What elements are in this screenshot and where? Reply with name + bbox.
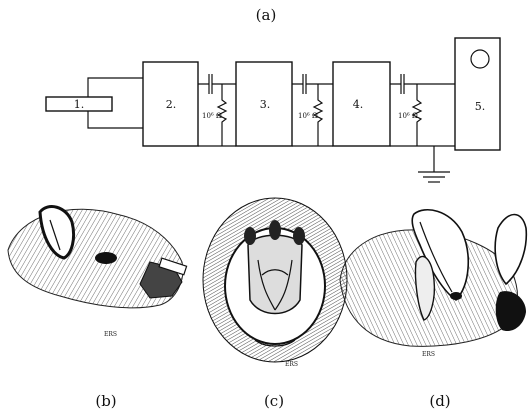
- long-eared-bat-illustration: ERS: [340, 210, 526, 358]
- capacitor-3: [401, 74, 404, 94]
- component-1-label: 1.: [74, 98, 85, 111]
- bat-face-front-illustration: ERS: [203, 198, 347, 368]
- component-3-label: 3.: [260, 98, 271, 111]
- panel-label-b: (b): [95, 392, 116, 410]
- resistor-label-1: 10⁶ Ω: [202, 112, 222, 120]
- panel-label-c: (c): [264, 392, 284, 410]
- ground-symbol: [418, 146, 450, 182]
- resistor-label-2: 10⁶ Ω: [298, 112, 318, 120]
- panel-label-a: (a): [256, 6, 277, 24]
- component-2-label: 2.: [166, 98, 177, 111]
- eye: [95, 252, 117, 264]
- artist-signature-d: ERS: [422, 351, 435, 358]
- snout: [496, 291, 526, 331]
- panel-label-d: (d): [429, 392, 450, 410]
- capacitor-1: [209, 74, 212, 94]
- artist-signature-c: ERS: [285, 361, 298, 368]
- component-5-box: [455, 38, 500, 150]
- eye-d: [450, 292, 462, 300]
- resistor-label-3: 10⁶ Ω: [398, 112, 418, 120]
- component-4-label: 4.: [353, 98, 364, 111]
- bat-head-side-illustration: ERS: [8, 207, 187, 338]
- artist-signature-b: ERS: [104, 331, 117, 338]
- right-ear: [495, 215, 526, 285]
- capacitor-2: [303, 74, 306, 94]
- nose-leaf-front: [248, 235, 302, 313]
- circuit-diagram: 10⁶ Ω 10⁶ Ω 10⁶ Ω 1. 2. 3. 4. 5.: [46, 38, 500, 182]
- component-5-label: 5.: [475, 100, 486, 113]
